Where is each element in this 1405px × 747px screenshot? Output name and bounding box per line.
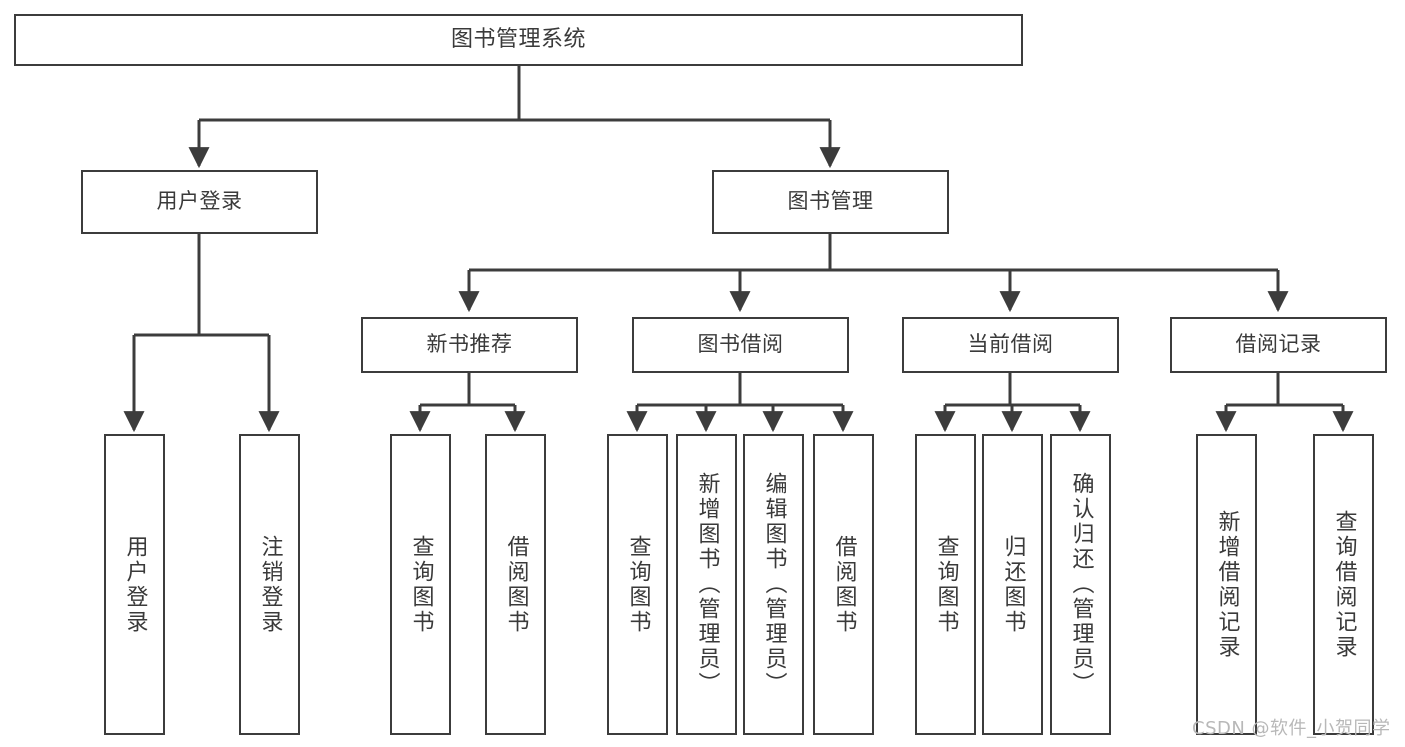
leaf-current-confirm-return-admin[interactable]: 确认归还（管理员） xyxy=(1050,434,1111,735)
node-label: 新增借阅记录 xyxy=(1214,509,1240,660)
leaf-borrow-edit-book-admin[interactable]: 编辑图书（管理员） xyxy=(743,434,804,735)
node-label: 图书管理 xyxy=(787,189,874,214)
node-user-login[interactable]: 用户登录 xyxy=(81,170,318,234)
node-label: 当前借阅 xyxy=(967,332,1054,357)
node-label: 查询图书 xyxy=(933,534,959,635)
node-label: 编辑图书（管理员） xyxy=(761,472,787,697)
node-label: 图书管理系统 xyxy=(450,26,586,52)
leaf-user-login-login[interactable]: 用户登录 xyxy=(104,434,165,735)
node-label: 新增图书（管理员） xyxy=(694,472,720,697)
node-label: 查询图书 xyxy=(408,534,434,635)
node-label: 新书推荐 xyxy=(426,332,513,357)
node-label: 归还图书 xyxy=(1000,534,1026,635)
leaf-user-login-logout[interactable]: 注销登录 xyxy=(239,434,300,735)
leaf-borrow-borrow-book[interactable]: 借阅图书 xyxy=(813,434,874,735)
leaf-record-query-record[interactable]: 查询借阅记录 xyxy=(1313,434,1374,735)
node-current-borrow[interactable]: 当前借阅 xyxy=(902,317,1119,373)
node-label: 借阅图书 xyxy=(503,534,529,635)
leaf-borrow-add-book-admin[interactable]: 新增图书（管理员） xyxy=(676,434,737,735)
leaf-record-add-record[interactable]: 新增借阅记录 xyxy=(1196,434,1257,735)
node-label: 注销登录 xyxy=(257,534,283,635)
watermark-text: CSDN @软件_小贺同学 xyxy=(1192,718,1391,739)
node-new-book-recommend[interactable]: 新书推荐 xyxy=(361,317,578,373)
node-label: 借阅图书 xyxy=(831,534,857,635)
node-label: 用户登录 xyxy=(156,189,243,214)
leaf-current-query-book[interactable]: 查询图书 xyxy=(915,434,976,735)
node-label: 查询图书 xyxy=(625,534,651,635)
node-book-borrow[interactable]: 图书借阅 xyxy=(632,317,849,373)
node-book-management[interactable]: 图书管理 xyxy=(712,170,949,234)
node-label: 图书借阅 xyxy=(697,332,784,357)
node-label: 查询借阅记录 xyxy=(1331,509,1357,660)
node-label: 用户登录 xyxy=(122,534,148,635)
node-label: 借阅记录 xyxy=(1235,332,1322,357)
node-label: 确认归还（管理员） xyxy=(1068,472,1094,697)
leaf-current-return-book[interactable]: 归还图书 xyxy=(982,434,1043,735)
leaf-recommend-query-book[interactable]: 查询图书 xyxy=(390,434,451,735)
leaf-borrow-query-book[interactable]: 查询图书 xyxy=(607,434,668,735)
node-borrow-record[interactable]: 借阅记录 xyxy=(1170,317,1387,373)
leaf-recommend-borrow-book[interactable]: 借阅图书 xyxy=(485,434,546,735)
node-root-system[interactable]: 图书管理系统 xyxy=(14,14,1023,66)
